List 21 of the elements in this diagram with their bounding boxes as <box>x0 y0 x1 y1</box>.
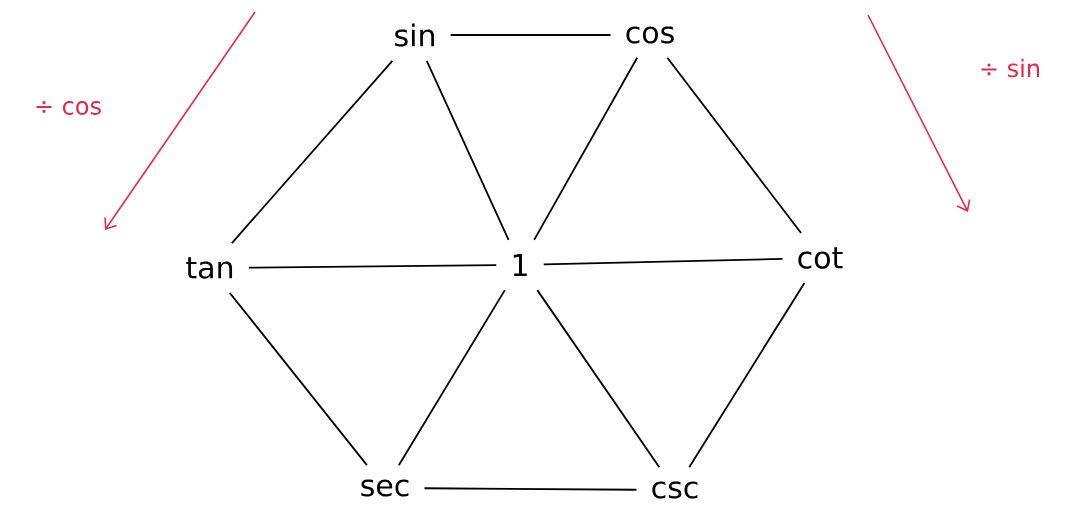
connector-line <box>533 56 639 241</box>
function-label: tan <box>186 257 233 279</box>
function-label: cot <box>798 247 843 269</box>
function-label: csc <box>652 481 698 499</box>
function-label: cos <box>626 26 674 44</box>
operation-label: ÷ sin <box>981 58 1039 78</box>
operation-label: ÷ cos <box>36 101 101 115</box>
function-label: sec <box>361 479 409 497</box>
function-label: sin <box>395 23 434 47</box>
connector-line <box>688 282 806 469</box>
function-label: 1 <box>513 254 527 276</box>
connector-line <box>542 257 784 266</box>
connector-line <box>397 289 506 467</box>
connector-line <box>423 487 638 491</box>
connector-line <box>247 264 498 269</box>
connector-line <box>228 292 368 467</box>
connector-line <box>231 59 394 244</box>
connector-line <box>666 56 802 234</box>
connector-line <box>449 34 612 36</box>
connector-line <box>425 59 510 241</box>
connector-line <box>536 289 661 469</box>
